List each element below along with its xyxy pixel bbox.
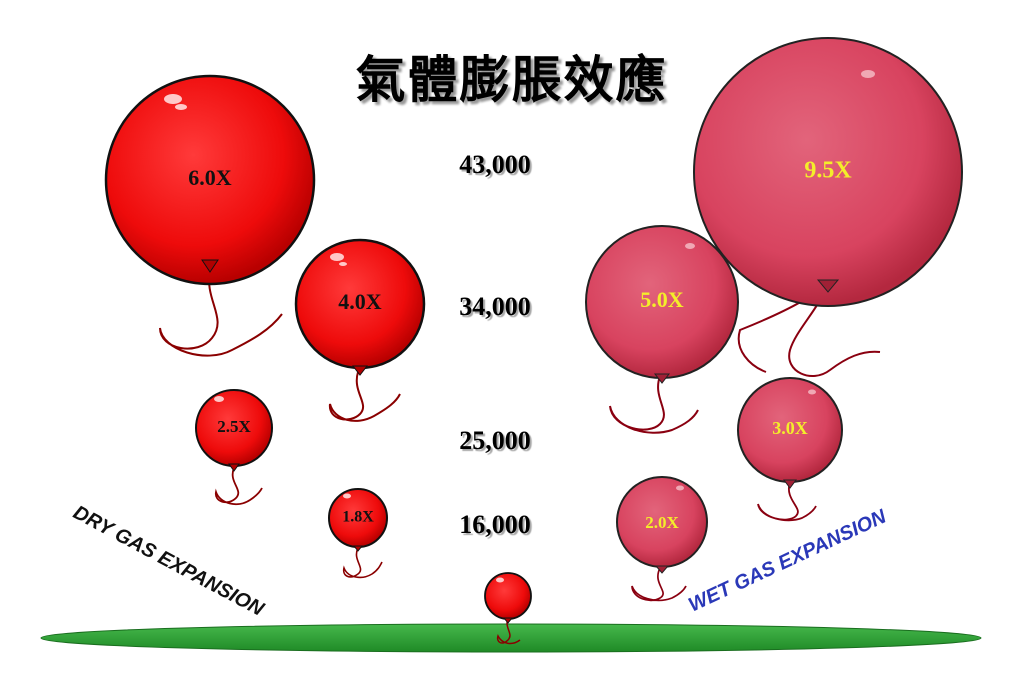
balloon-label: 9.5X [804,158,852,184]
dry-balloon-1-8x: 1.8X [328,488,388,579]
altitude-label: 16,000 [459,510,531,539]
balloon-label: 3.0X [772,418,808,438]
wet-balloon-5x: 5.0X [585,225,739,434]
ground-ellipse [40,623,982,653]
balloon-label: 5.0X [640,287,684,312]
balloon-string [328,371,401,422]
dry-balloon-2-5x: 2.5X [195,389,273,506]
dry-balloon-6x: 6.0X [104,74,316,357]
balloon-label: 2.0X [645,513,679,532]
balloon-label: 4.0X [338,289,382,314]
balloon-label: 2.5X [217,417,251,436]
wet-balloon-2x: 2.0X [616,476,708,602]
balloon-string [631,567,687,602]
altitude-label: 34,000 [459,292,531,321]
altitude-label: 25,000 [459,426,531,455]
balloon-string [609,375,699,434]
balloon-string [159,269,283,357]
balloon-label: 6.0X [188,165,232,190]
wet-balloon-9-5x: 9.5X [693,37,963,377]
balloon-string [757,481,817,522]
dry-balloon-4x: 4.0X [294,238,426,422]
balloon-label: 1.8X [342,509,374,526]
ground-balloon [484,572,532,645]
balloon-string [496,617,521,645]
altitude-label: 43,000 [459,150,531,179]
balloon-string [342,547,383,579]
wet-balloon-3x: 3.0X [737,377,843,522]
balloon-string [215,467,263,506]
page-title: 氣體膨脹效應 [355,50,668,109]
